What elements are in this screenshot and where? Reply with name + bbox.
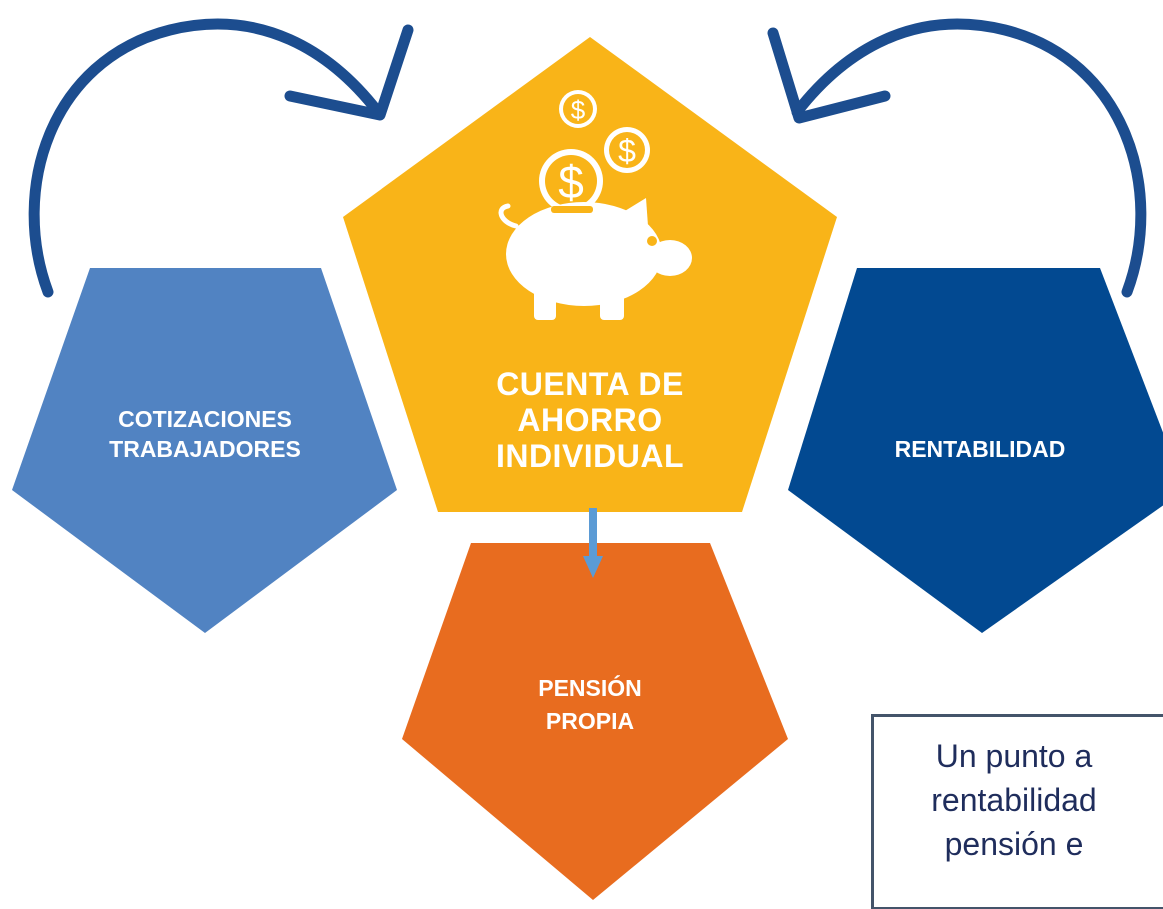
down-arrow	[583, 508, 603, 578]
dollar-coin-icon: $	[559, 90, 597, 128]
pension-propia-label: PENSIÓN PROPIA	[538, 675, 642, 734]
cuenta-ahorro-label: CUENTA DE AHORRO INDIVIDUAL	[495, 366, 685, 474]
left-curved-arrow	[28, 18, 414, 298]
coin-symbol: $	[571, 95, 586, 125]
note-text: Un punto a rentabilidad pensión e	[931, 738, 1097, 862]
rentabilidad-label: RENTABILIDAD	[894, 436, 1066, 462]
piggy-bank-icon	[498, 198, 692, 320]
cotizaciones-label: COTIZACIONES TRABAJADORES	[109, 406, 301, 462]
coin-symbol: $	[618, 133, 636, 169]
dollar-coin-icon: $	[539, 149, 603, 213]
rentabilidad-pentagon	[788, 268, 1163, 633]
coin-symbol: $	[558, 156, 584, 208]
cotizaciones-pentagon	[12, 268, 397, 633]
pension-pentagon	[402, 543, 788, 900]
note-box: Un punto a rentabilidad pensión e	[871, 714, 1163, 909]
dollar-coin-icon: $	[604, 127, 650, 173]
right-curved-arrow	[767, 18, 1147, 298]
